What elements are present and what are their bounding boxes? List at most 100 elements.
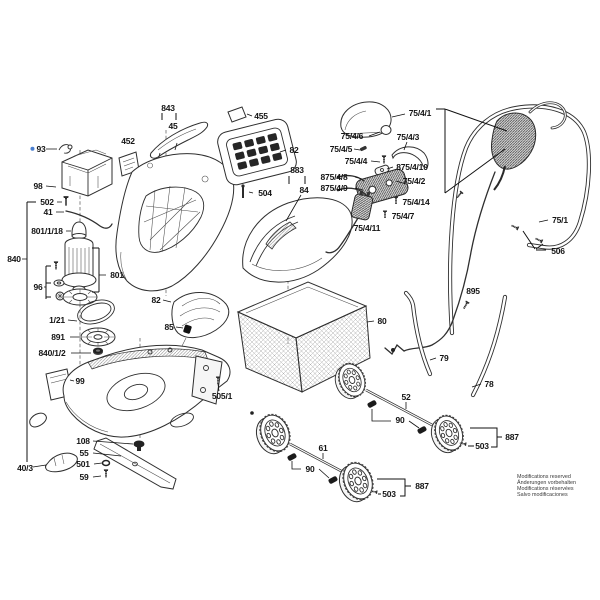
grass-box-80-part <box>236 281 371 393</box>
leader-lines <box>22 108 549 497</box>
part-label-52: 52 <box>401 391 411 402</box>
lower-handle-79-part <box>403 290 433 377</box>
part-label-1-21: 1/21 <box>49 314 65 325</box>
belt-1-21-part <box>77 299 115 325</box>
part-label-502: 502 <box>40 196 54 207</box>
plug-75-4-11-part <box>325 190 374 254</box>
legal-line: Modifications reserved <box>517 474 571 480</box>
deck-assembly <box>29 292 231 490</box>
part-label-801: 801 <box>110 269 124 280</box>
part-75-4-6 <box>380 125 392 135</box>
part-label-96: 96 <box>33 281 43 292</box>
part-label-85: 85 <box>164 321 174 332</box>
part-label-75-4-1: 75/4/1 <box>408 107 432 118</box>
housing-cowl-part <box>115 153 235 292</box>
part-label-78: 78 <box>484 378 494 389</box>
part-label-98: 98 <box>33 180 43 191</box>
part-label-75-4-7: 75/4/7 <box>391 210 415 221</box>
part-label-75-4-11: 75/4/11 <box>353 222 381 233</box>
part-label-75-4-2: 75/4/2 <box>402 175 426 186</box>
part-label-875-4-9: 875/4/9 <box>320 182 348 193</box>
pin-85-part <box>181 324 192 347</box>
part-label-75-1: 75/1 <box>552 214 568 225</box>
part-label-503: 503 <box>475 440 489 451</box>
part-label-801-1-18: 801/1/18 <box>31 225 63 236</box>
part-label-90: 90 <box>305 463 315 474</box>
part-label-504: 504 <box>258 187 272 198</box>
part-label-452: 452 <box>121 135 135 146</box>
part-label-506: 506 <box>551 245 565 256</box>
keypad-cover-82-part <box>217 118 297 186</box>
label-plate-455-part <box>227 106 247 123</box>
part-label-875-4-8: 875/4/8 <box>320 171 348 182</box>
part-label-840-1-2: 840/1/2 <box>38 347 66 358</box>
part-label-455: 455 <box>254 110 268 121</box>
part-label-82: 82 <box>151 294 161 305</box>
part-label-840: 840 <box>7 253 21 264</box>
deck-chassis-part <box>62 344 231 438</box>
part-label-503: 503 <box>382 488 396 499</box>
legal-notice: Modifications reserved Änderungen vorbeh… <box>517 474 576 498</box>
washer-501-part <box>101 459 111 467</box>
cable-hook-part <box>528 101 567 130</box>
power-cable-part <box>384 171 496 356</box>
part-label-108: 108 <box>76 435 90 446</box>
selection-marker <box>30 146 35 151</box>
part-label-93: 93 <box>30 145 46 154</box>
handle-switch-housing-part <box>491 112 537 191</box>
part-label-84: 84 <box>299 184 309 195</box>
screw-504-part <box>241 184 245 198</box>
legal-line: Änderungen vorbehalten <box>517 480 577 487</box>
pulley-891-part <box>80 327 116 347</box>
fan-part <box>62 288 98 306</box>
part-label-887: 887 <box>415 480 429 491</box>
part-label-75-4-5: 75/4/5 <box>329 143 353 154</box>
blade-washer-108-part <box>133 440 145 451</box>
part-label-75-4-3: 75/4/3 <box>396 131 420 142</box>
part-label-40-3: 40/3 <box>17 462 33 473</box>
part-label-883: 883 <box>290 164 304 175</box>
upper-housing-assembly <box>115 106 297 292</box>
part-label-505-1: 505/1 <box>211 390 233 401</box>
part-label-895: 895 <box>466 285 480 296</box>
part-label-75-4-6: 75/4/6 <box>340 130 364 141</box>
part-label-99: 99 <box>75 375 85 386</box>
part-label-875-4-10: 875/4/10 <box>396 161 428 172</box>
lever-75-4-3-part <box>391 146 429 169</box>
part-label-45: 45 <box>168 120 178 131</box>
nut-840-1-2-part <box>93 347 103 355</box>
grass-box-assembly <box>236 197 371 393</box>
handlebar-assembly <box>384 101 592 398</box>
legal-line: Salvo modificaciones <box>517 492 568 499</box>
part-label-891: 891 <box>51 331 65 342</box>
part-label-59: 59 <box>79 471 89 482</box>
part-label-80: 80 <box>377 315 387 326</box>
wheel-bolt-part <box>250 411 254 415</box>
part-label-90: 90 <box>395 414 405 425</box>
grip-45-part <box>150 121 209 161</box>
cable-41-part <box>65 210 113 229</box>
wheels-assembly <box>250 358 470 507</box>
blade-55-part <box>93 437 177 490</box>
motor-cover-98-part <box>61 149 113 197</box>
pin-75-4-5-part <box>359 145 367 152</box>
motor-parts-stack <box>45 144 116 401</box>
part-label-843: 843 <box>161 102 175 113</box>
cable-clip-93-part <box>58 144 73 154</box>
part-label-41: 41 <box>43 206 53 217</box>
part-label-55: 55 <box>79 447 89 458</box>
rear-axle-52-part <box>365 388 435 428</box>
switch-assembly <box>325 101 429 254</box>
part-label-75-4-4: 75/4/4 <box>344 155 368 166</box>
legal-line: Modifications réservées <box>517 486 574 493</box>
part-label-887: 887 <box>505 431 519 442</box>
part-label-79: 79 <box>439 352 449 363</box>
part-label-501: 501 <box>76 458 90 469</box>
part-label-75-4-14: 75/4/14 <box>402 196 430 207</box>
front-axle-61-part <box>289 442 344 474</box>
cables-875-4-8-9-parts <box>336 174 367 196</box>
lower-handle-78-part <box>470 294 508 398</box>
